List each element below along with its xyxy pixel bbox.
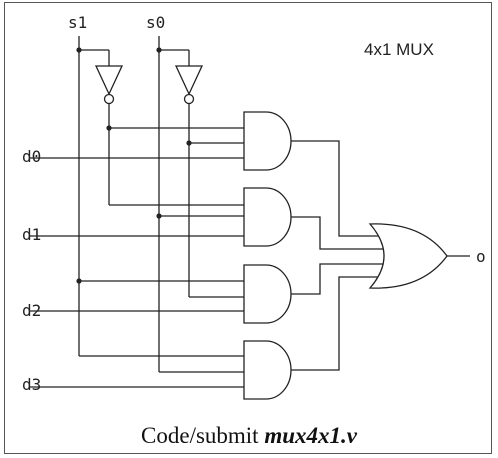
and2-input-wires	[30, 280, 244, 312]
not-gate-s0	[174, 65, 204, 105]
caption-prefix: Code/submit	[141, 423, 264, 448]
label-d3: d3	[22, 375, 41, 394]
or-gate	[368, 223, 448, 289]
caption-filename: mux4x1.v	[264, 423, 357, 448]
and-gate-3	[243, 340, 292, 400]
not-gate-s1	[94, 65, 124, 105]
caption: Code/submit mux4x1.v	[141, 423, 358, 448]
label-s0: s0	[146, 13, 165, 32]
and-to-or-wires	[291, 140, 389, 371]
and-gate-1	[243, 187, 292, 247]
and-gate-0	[243, 111, 292, 171]
select-wires	[78, 36, 190, 372]
label-s1: s1	[68, 13, 87, 32]
junction-dots	[76, 47, 192, 284]
and1-input-wires	[30, 204, 244, 237]
label-d1: d1	[22, 225, 41, 244]
and0-input-wires	[30, 127, 244, 159]
label-output: o	[476, 247, 486, 266]
diagram-title: 4x1 MUX	[364, 40, 434, 59]
and3-input-wires	[30, 355, 244, 388]
label-d0: d0	[22, 147, 41, 166]
and-gate-2	[243, 264, 292, 324]
